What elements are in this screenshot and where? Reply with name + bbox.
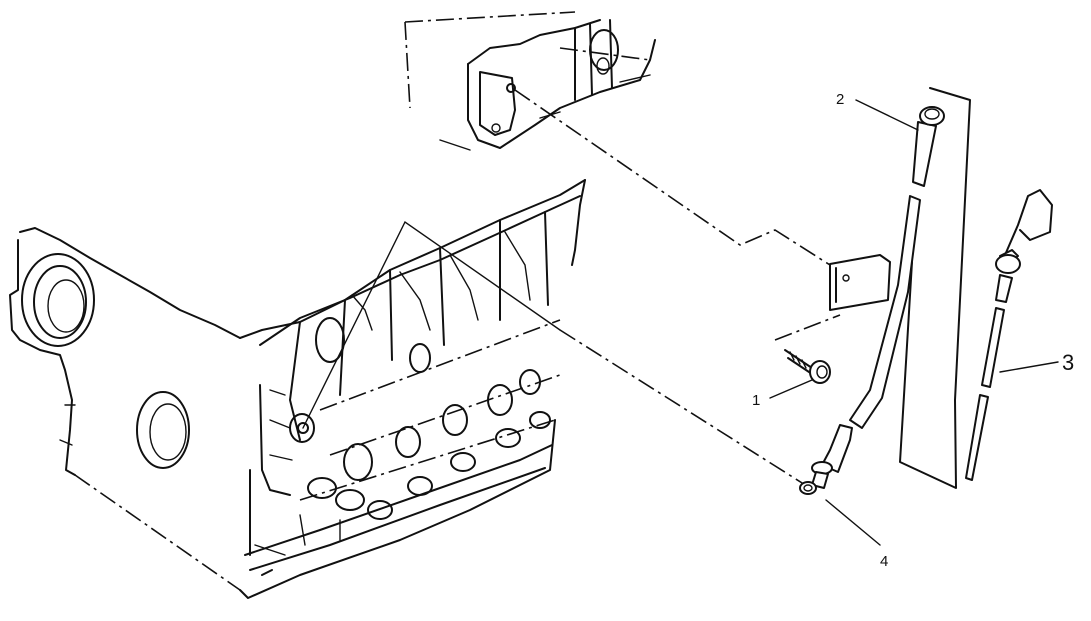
callout-3-label: 3 xyxy=(1062,350,1074,375)
engine-block xyxy=(9,179,586,599)
bolt-part xyxy=(784,349,831,384)
callout-4-label: 4 xyxy=(880,553,888,570)
callout-1-label: 1 xyxy=(752,392,760,409)
callout-4: 4 xyxy=(825,499,888,570)
projection-lines xyxy=(302,89,841,489)
callout-2-label: 2 xyxy=(836,91,844,108)
bearing-bosses xyxy=(307,369,551,520)
dipstick-tube-assembly xyxy=(811,87,971,489)
seal-part xyxy=(799,481,817,495)
callout-1: 1 xyxy=(752,379,813,409)
dipstick-part xyxy=(965,189,1053,481)
cylinder-head-fragment xyxy=(404,11,656,151)
callout-2: 2 xyxy=(836,91,919,131)
callout-3: 3 xyxy=(999,350,1074,375)
